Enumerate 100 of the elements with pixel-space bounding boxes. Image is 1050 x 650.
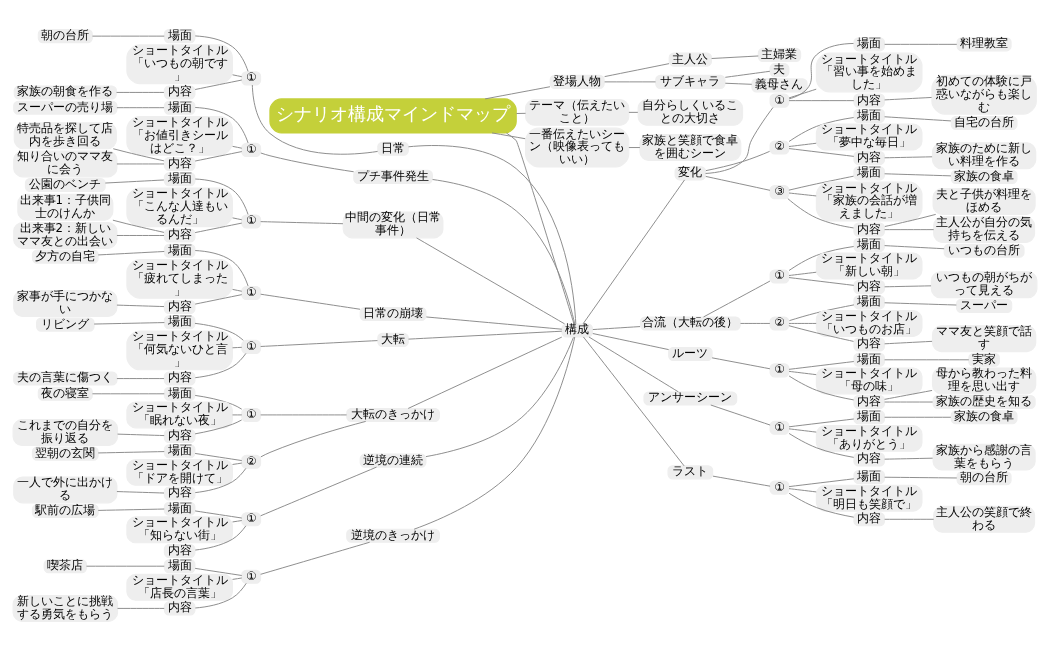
connector bbox=[788, 487, 817, 492]
connector bbox=[582, 335, 685, 466]
connector bbox=[194, 106, 249, 143]
connector bbox=[710, 404, 771, 425]
node-box: リビング bbox=[36, 317, 95, 332]
connector bbox=[788, 245, 855, 271]
connector bbox=[884, 340, 933, 344]
connector bbox=[724, 70, 771, 78]
connector bbox=[711, 55, 759, 59]
node-box: ショートタイトル「夢中な毎日」 bbox=[815, 123, 923, 150]
connector bbox=[884, 301, 957, 305]
node-box: 内容 bbox=[163, 543, 196, 558]
node-box: 内容 bbox=[853, 279, 885, 294]
node-box: 初めての体験に戸惑いながらも楽しむ bbox=[931, 74, 1037, 115]
connector bbox=[788, 99, 855, 101]
connector bbox=[740, 322, 771, 324]
node-box: ① bbox=[241, 511, 262, 526]
node-box: プチ事件発生 bbox=[353, 169, 433, 184]
node-box: 家族の朝食を作る bbox=[13, 84, 117, 99]
node-box: 家族の食卓 bbox=[950, 409, 1018, 424]
connector bbox=[425, 336, 574, 457]
connector bbox=[116, 304, 165, 307]
node-box: 日常の崩壊 bbox=[359, 306, 427, 321]
connector bbox=[788, 370, 817, 375]
node-box: ① bbox=[769, 93, 790, 108]
node-box: 内容 bbox=[163, 485, 196, 501]
node-box: 主人公が自分の気持ちを伝える bbox=[933, 215, 1036, 243]
connector bbox=[116, 106, 165, 108]
node-box: ショートタイトル「習い事を始めました」 bbox=[815, 52, 923, 92]
node-box: 場面 bbox=[163, 501, 196, 516]
node-box: ② bbox=[769, 315, 790, 330]
node-box: 大転 bbox=[377, 332, 409, 347]
node-box: 内容 bbox=[853, 511, 885, 526]
connector bbox=[505, 132, 575, 324]
connector bbox=[884, 115, 952, 121]
connector bbox=[194, 509, 243, 518]
connector bbox=[86, 565, 165, 567]
connector bbox=[884, 401, 934, 402]
connector bbox=[232, 288, 243, 292]
node-box: ① bbox=[241, 70, 262, 85]
connector bbox=[116, 91, 165, 93]
connector bbox=[788, 492, 855, 518]
node-box: テーマ（伝えたいこと） bbox=[525, 98, 630, 126]
connector bbox=[232, 145, 243, 149]
node-box: 場面 bbox=[163, 243, 196, 258]
node-box: 場面 bbox=[163, 28, 196, 43]
connector bbox=[93, 321, 165, 325]
connector bbox=[484, 85, 551, 99]
connector bbox=[232, 519, 243, 522]
node-box: 朝の台所 bbox=[37, 28, 93, 43]
connector bbox=[260, 152, 355, 172]
connector bbox=[788, 116, 855, 142]
node-box: ① bbox=[241, 142, 262, 157]
connector bbox=[788, 477, 855, 487]
connector bbox=[788, 42, 854, 99]
connector bbox=[432, 178, 576, 324]
node-box: ショートタイトル「ありがとう」 bbox=[815, 424, 923, 452]
connector bbox=[711, 356, 771, 369]
connector bbox=[194, 150, 243, 161]
connector bbox=[194, 322, 244, 341]
connector bbox=[628, 111, 639, 113]
connector bbox=[104, 179, 165, 183]
connector bbox=[260, 293, 361, 310]
node-box: ① bbox=[769, 362, 790, 377]
connector bbox=[884, 416, 952, 418]
connector bbox=[884, 228, 935, 230]
node-box: 場面 bbox=[853, 352, 885, 367]
connector bbox=[588, 336, 679, 392]
node-box: 実家 bbox=[968, 352, 1000, 367]
node-box: 夫の言葉に傷つく bbox=[13, 371, 118, 386]
node-box: ショートタイトル「眠れない夜」 bbox=[126, 400, 233, 428]
node-box: 特売品を探して店内を歩き回る bbox=[13, 121, 117, 149]
node-box: 母から教わった料理を思い出す bbox=[931, 366, 1037, 394]
node-box: 場面 bbox=[853, 237, 885, 252]
node-box: ショートタイトル「疲れてしまった」 bbox=[126, 258, 233, 299]
node-box: ショートタイトル「明日も笑顔で」 bbox=[815, 484, 923, 512]
connector bbox=[491, 131, 526, 139]
node-box: 一番伝えたいシーン（映像表ってもいい） bbox=[525, 127, 630, 167]
node-box: ① bbox=[769, 420, 790, 435]
node-box: 場面 bbox=[853, 409, 885, 424]
connector bbox=[592, 332, 670, 350]
node-box: 中間の変化（日常事件） bbox=[342, 210, 444, 238]
connector bbox=[232, 216, 243, 220]
connector bbox=[97, 450, 165, 453]
connector bbox=[884, 213, 937, 227]
connector bbox=[194, 34, 249, 72]
node-box: 場面 bbox=[163, 100, 196, 115]
connector bbox=[884, 284, 932, 287]
connector bbox=[260, 413, 348, 415]
node-box: ショートタイトル「店長の言葉」 bbox=[126, 573, 233, 601]
node-box: スーパー bbox=[955, 298, 1013, 313]
connector bbox=[232, 577, 243, 580]
connector bbox=[194, 419, 243, 434]
connector bbox=[194, 79, 243, 90]
connector bbox=[705, 106, 774, 174]
node-box: 義母さん bbox=[751, 77, 808, 92]
node-box: 主人公の笑顔で終わる bbox=[933, 505, 1036, 533]
node-box: いつもの台所 bbox=[943, 243, 1025, 258]
connector bbox=[703, 280, 771, 317]
connector bbox=[884, 358, 970, 360]
